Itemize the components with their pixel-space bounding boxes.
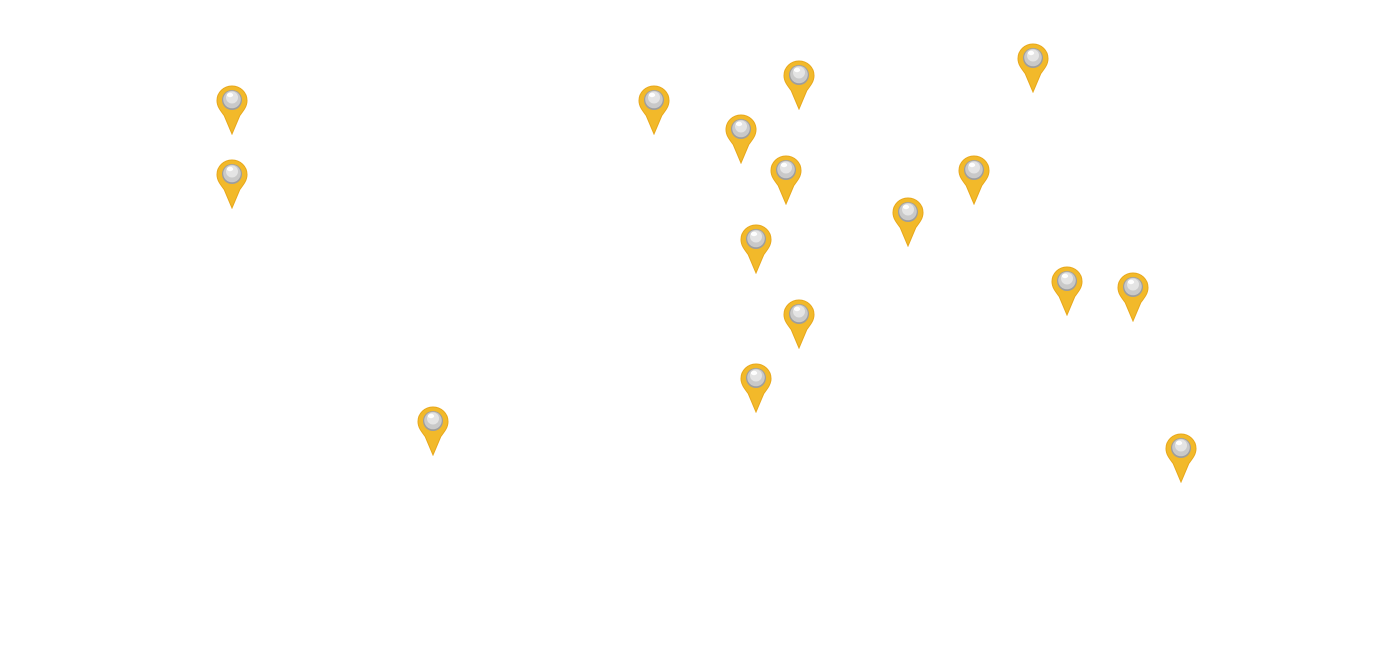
map-marker-icon <box>740 363 772 413</box>
map-pin-4[interactable] <box>638 85 670 135</box>
map-marker-icon <box>725 114 757 164</box>
map-pin-6[interactable] <box>783 60 815 110</box>
map-marker-icon <box>1165 433 1197 483</box>
map-pin-8[interactable] <box>740 224 772 274</box>
map-pin-14[interactable] <box>1051 266 1083 316</box>
map-pin-1[interactable] <box>216 85 248 135</box>
map-marker-icon <box>1051 266 1083 316</box>
map-marker-icon <box>638 85 670 135</box>
map-pin-16[interactable] <box>1165 433 1197 483</box>
map-marker-icon <box>216 85 248 135</box>
map-marker-icon <box>1117 272 1149 322</box>
map-pin-2[interactable] <box>216 159 248 209</box>
map-marker-icon <box>740 224 772 274</box>
map-pin-7[interactable] <box>770 155 802 205</box>
map-pin-3[interactable] <box>417 406 449 456</box>
map-marker-icon <box>892 197 924 247</box>
map-pin-13[interactable] <box>1017 43 1049 93</box>
map-marker-icon <box>958 155 990 205</box>
map-pin-9[interactable] <box>783 299 815 349</box>
map-marker-icon <box>417 406 449 456</box>
map-pin-11[interactable] <box>892 197 924 247</box>
map-pin-12[interactable] <box>958 155 990 205</box>
map-pin-15[interactable] <box>1117 272 1149 322</box>
map-pin-10[interactable] <box>740 363 772 413</box>
map-pin-5[interactable] <box>725 114 757 164</box>
map-marker-icon <box>783 60 815 110</box>
map-marker-icon <box>770 155 802 205</box>
map-marker-icon <box>1017 43 1049 93</box>
map-marker-icon <box>216 159 248 209</box>
map-marker-icon <box>783 299 815 349</box>
